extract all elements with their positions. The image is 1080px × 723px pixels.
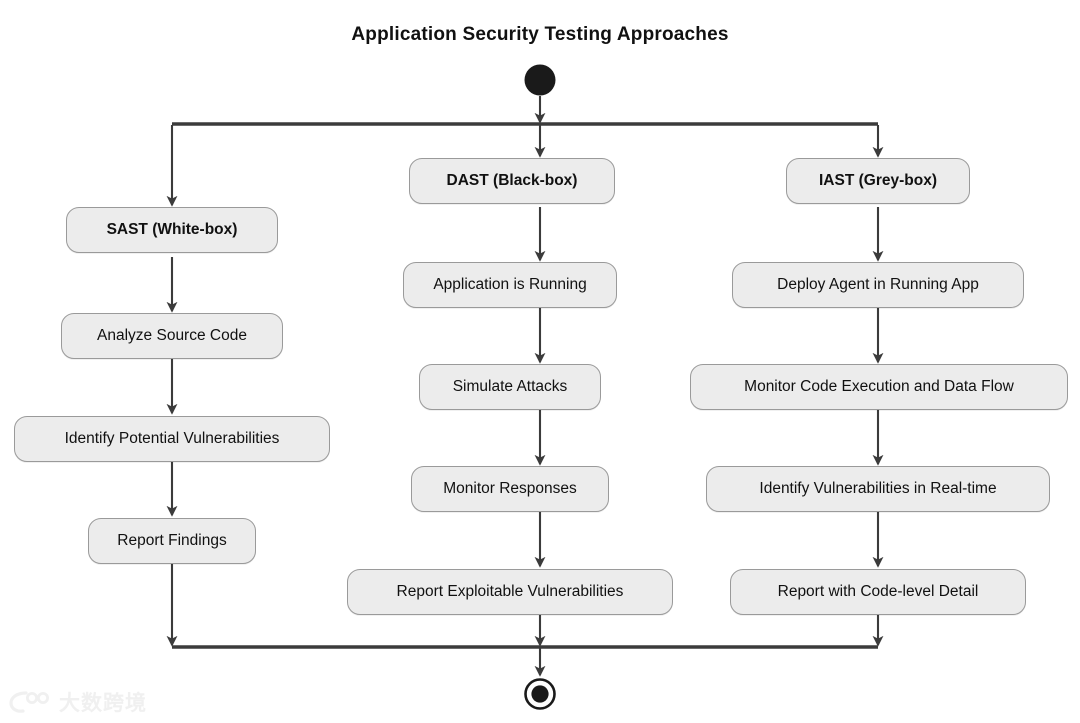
node-label: Report Exploitable Vulnerabilities bbox=[396, 583, 624, 600]
node-label: Simulate Attacks bbox=[452, 378, 568, 395]
watermark: 大数跨境 bbox=[8, 687, 147, 717]
node-sast-header[interactable]: SAST (White-box) bbox=[66, 207, 278, 253]
page-title: Application Security Testing Approaches bbox=[351, 24, 729, 45]
node-label: DAST (Black-box) bbox=[446, 172, 578, 189]
node-iast-step-1[interactable]: Deploy Agent in Running App bbox=[732, 262, 1024, 308]
watermark-logo-icon bbox=[9, 691, 49, 713]
node-label: Monitor Responses bbox=[443, 480, 577, 497]
final-node-core bbox=[531, 685, 549, 703]
node-label: Identify Vulnerabilities in Real-time bbox=[759, 480, 997, 497]
node-iast-step-3[interactable]: Identify Vulnerabilities in Real-time bbox=[706, 466, 1050, 512]
node-label: Analyze Source Code bbox=[97, 327, 247, 344]
node-iast-header[interactable]: IAST (Grey-box) bbox=[786, 158, 970, 204]
node-dast-step-2[interactable]: Simulate Attacks bbox=[419, 364, 601, 410]
watermark-text: 大数跨境 bbox=[59, 692, 147, 715]
node-sast-step-3[interactable]: Report Findings bbox=[88, 518, 256, 564]
node-label: Report with Code-level Detail bbox=[777, 583, 979, 600]
node-dast-step-1[interactable]: Application is Running bbox=[403, 262, 617, 308]
node-dast-step-3[interactable]: Monitor Responses bbox=[411, 466, 609, 512]
node-label: Application is Running bbox=[433, 276, 587, 293]
node-iast-step-4[interactable]: Report with Code-level Detail bbox=[730, 569, 1026, 615]
node-sast-step-1[interactable]: Analyze Source Code bbox=[61, 313, 283, 359]
node-label: Identify Potential Vulnerabilities bbox=[64, 430, 280, 447]
node-label: Monitor Code Execution and Data Flow bbox=[744, 378, 1014, 395]
node-label: SAST (White-box) bbox=[106, 221, 238, 238]
node-label: Report Findings bbox=[117, 532, 227, 549]
node-label: Deploy Agent in Running App bbox=[777, 276, 979, 293]
node-dast-header[interactable]: DAST (Black-box) bbox=[409, 158, 615, 204]
node-iast-step-2[interactable]: Monitor Code Execution and Data Flow bbox=[690, 364, 1068, 410]
node-sast-step-2[interactable]: Identify Potential Vulnerabilities bbox=[14, 416, 330, 462]
node-dast-step-4[interactable]: Report Exploitable Vulnerabilities bbox=[347, 569, 673, 615]
node-label: IAST (Grey-box) bbox=[819, 172, 937, 189]
initial-node bbox=[524, 64, 556, 96]
